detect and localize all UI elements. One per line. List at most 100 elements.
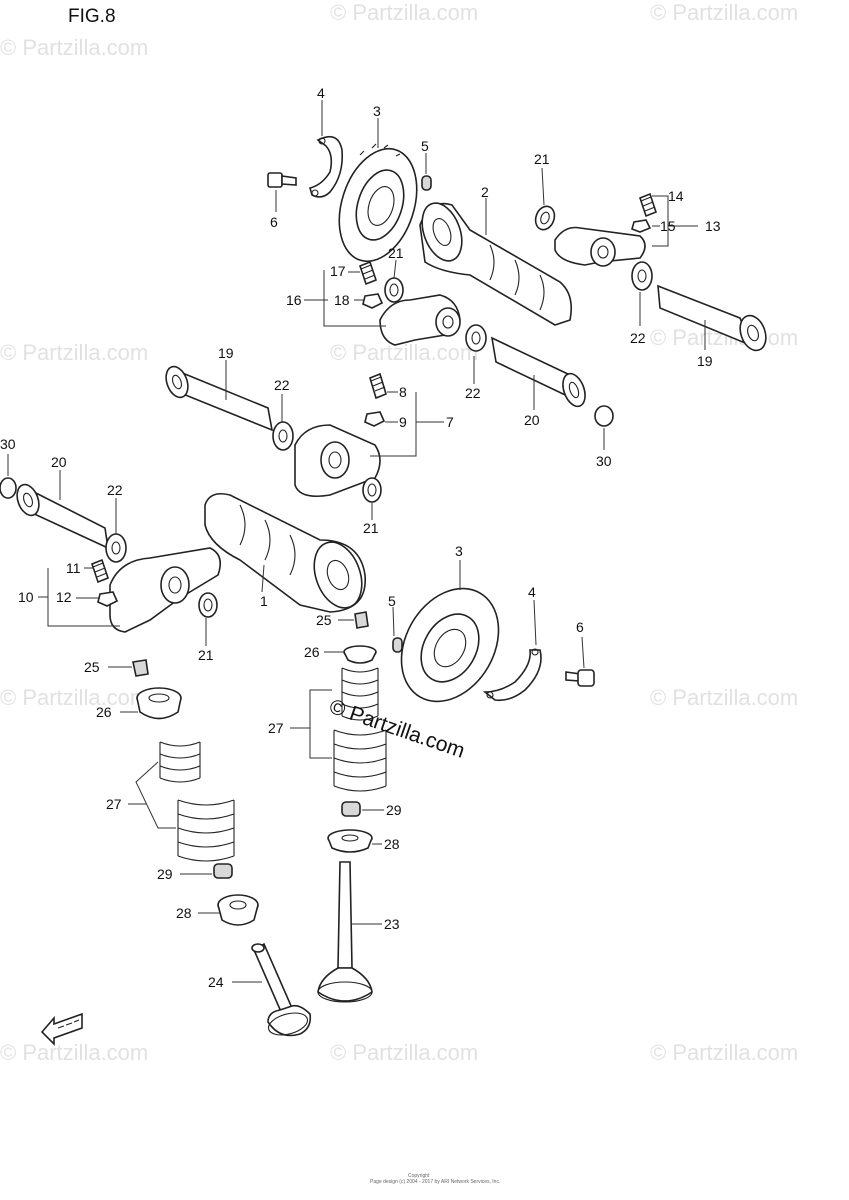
part-29-stem-seal-left[interactable] — [213, 863, 233, 879]
callout-6[interactable]: 6 — [270, 214, 278, 230]
callout-25[interactable]: 25 — [316, 612, 332, 628]
part-15-nut-right[interactable] — [631, 219, 652, 233]
callout-20[interactable]: 20 — [524, 412, 540, 428]
callout-15[interactable]: 15 — [660, 218, 676, 234]
callout-12[interactable]: 12 — [56, 589, 72, 605]
callout-5[interactable]: 5 — [421, 138, 429, 154]
part-4-clip-upper[interactable] — [309, 135, 344, 198]
callout-1[interactable]: 1 — [260, 593, 268, 609]
callout-14[interactable]: 14 — [668, 188, 684, 204]
callout-3[interactable]: 3 — [455, 543, 463, 559]
callout-22[interactable]: 22 — [465, 385, 481, 401]
callout-21[interactable]: 21 — [534, 151, 550, 167]
part-24-valve-left[interactable] — [251, 942, 312, 1039]
part-22-washer-mid[interactable] — [272, 421, 294, 451]
part-25-cotter-lower[interactable] — [132, 659, 149, 677]
part-9-nut-center[interactable] — [364, 411, 386, 427]
part-20-rocker-shaft-left[interactable] — [13, 482, 110, 550]
part-22-washer-right[interactable] — [631, 261, 653, 291]
callout-3[interactable]: 3 — [373, 103, 381, 119]
part-27-valve-spring-center[interactable] — [333, 667, 387, 792]
part-20-rocker-shaft-center[interactable] — [490, 336, 589, 409]
callout-22[interactable]: 22 — [274, 377, 290, 393]
part-11-adjust-screw-left[interactable] — [91, 558, 109, 584]
part-6-bolt-lower[interactable] — [565, 669, 595, 687]
callout-4[interactable]: 4 — [528, 584, 536, 600]
part-13-rocker-arm-right[interactable] — [554, 226, 646, 267]
part-8-adjust-screw-center[interactable] — [369, 372, 387, 400]
callout-8[interactable]: 8 — [399, 384, 407, 400]
part-2-camshaft[interactable] — [415, 198, 573, 326]
part-5-pin-lower[interactable] — [392, 637, 403, 653]
part-18-nut-upper[interactable] — [362, 293, 384, 309]
part-10-rocker-arm-left[interactable] — [109, 547, 221, 633]
callout-20[interactable]: 20 — [51, 454, 67, 470]
callout-30[interactable]: 30 — [0, 436, 16, 452]
callout-4[interactable]: 4 — [317, 85, 325, 101]
part-21-washer-upper[interactable] — [384, 277, 404, 303]
part-27-valve-spring-left[interactable] — [159, 741, 235, 862]
callout-11[interactable]: 11 — [66, 560, 81, 576]
part-29-stem-seal-center[interactable] — [341, 801, 361, 817]
callout-26[interactable]: 26 — [96, 704, 112, 720]
callout-16[interactable]: 16 — [286, 292, 302, 308]
part-21-washer-center[interactable] — [362, 477, 382, 503]
callout-29[interactable]: 29 — [157, 866, 173, 882]
callout-5[interactable]: 5 — [388, 593, 396, 609]
callout-22[interactable]: 22 — [107, 482, 123, 498]
part-22-washer-left[interactable] — [105, 533, 127, 563]
callout-21[interactable]: 21 — [388, 245, 404, 261]
part-25-cotter-upper[interactable] — [354, 611, 369, 629]
watermark-text: © Partzilla.com — [330, 1040, 478, 1065]
part-22-washer-center[interactable] — [465, 324, 487, 352]
part-28-spring-seat-left[interactable] — [217, 894, 259, 926]
part-23-valve-center[interactable] — [317, 861, 373, 1003]
callout-7[interactable]: 7 — [446, 414, 454, 430]
callout-26[interactable]: 26 — [304, 644, 320, 660]
callout-17[interactable]: 17 — [330, 263, 346, 279]
part-26-retainer-center[interactable] — [343, 645, 377, 664]
callout-30[interactable]: 30 — [596, 453, 612, 469]
callout-28[interactable]: 28 — [176, 905, 192, 921]
part-1-camshaft[interactable] — [204, 492, 370, 615]
part-14-adjust-screw-right[interactable] — [639, 192, 657, 218]
part-3-cam-sprocket-lower[interactable] — [382, 571, 518, 719]
part-16-rocker-arm-upper[interactable] — [379, 294, 461, 346]
callout-21[interactable]: 21 — [363, 520, 379, 536]
part-21-washer-right[interactable] — [532, 204, 557, 233]
part-3-cam-sprocket-upper[interactable] — [326, 139, 430, 272]
part-30-cap-right[interactable] — [594, 405, 614, 427]
callout-25[interactable]: 25 — [84, 659, 100, 675]
part-17-adjust-screw-upper[interactable] — [359, 260, 377, 286]
callout-27[interactable]: 27 — [268, 720, 284, 736]
part-19-rocker-shaft-left[interactable] — [162, 364, 274, 432]
watermarks: © Partzilla.com © Partzilla.com © Partzi… — [0, 0, 798, 1065]
callout-28[interactable]: 28 — [384, 836, 400, 852]
part-19-rocker-shaft-right[interactable] — [657, 284, 770, 354]
callout-6[interactable]: 6 — [576, 619, 584, 635]
callout-24[interactable]: 24 — [208, 974, 224, 990]
part-7-rocker-arm-center[interactable] — [294, 424, 381, 498]
callout-13[interactable]: 13 — [705, 218, 721, 234]
part-4-clip-lower[interactable] — [482, 648, 542, 702]
callout-23[interactable]: 23 — [384, 916, 400, 932]
part-28-spring-seat-center[interactable] — [327, 829, 373, 853]
part-30-cap-left[interactable] — [0, 477, 17, 499]
callout-10[interactable]: 10 — [18, 589, 34, 605]
callout-22[interactable]: 22 — [630, 330, 646, 346]
callout-21[interactable]: 21 — [198, 647, 214, 663]
part-6-bolt-upper[interactable] — [267, 172, 297, 188]
part-26-retainer-left[interactable] — [136, 687, 182, 720]
callout-19[interactable]: 19 — [697, 353, 713, 369]
callout-2[interactable]: 2 — [481, 184, 489, 200]
callout-27[interactable]: 27 — [106, 796, 122, 812]
callout-18[interactable]: 18 — [334, 292, 350, 308]
part-21-washer-left[interactable] — [198, 592, 218, 618]
callout-9[interactable]: 9 — [399, 414, 407, 430]
part-5-pin-upper[interactable] — [421, 175, 432, 191]
part-12-nut-left[interactable] — [97, 591, 119, 607]
callout-19[interactable]: 19 — [218, 345, 234, 361]
callout-29[interactable]: 29 — [386, 802, 402, 818]
